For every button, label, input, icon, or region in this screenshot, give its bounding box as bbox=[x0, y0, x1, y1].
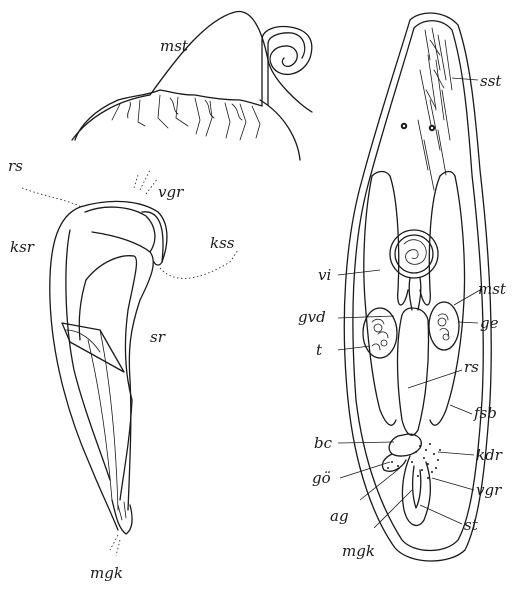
label-fsb: fsb bbox=[473, 404, 497, 422]
label-gvd: gvd bbox=[298, 308, 326, 326]
figure-right-animal: sst vi mst gvd ge t rs fsb bc kdr gö vgr… bbox=[298, 12, 507, 562]
label-mst-right: mst bbox=[478, 280, 507, 298]
label-vi: vi bbox=[318, 266, 331, 284]
label-rs-left: rs bbox=[8, 157, 23, 175]
label-go: gö bbox=[312, 469, 331, 487]
label-ge: ge bbox=[480, 314, 499, 332]
label-bc: bc bbox=[314, 434, 333, 452]
label-t: t bbox=[316, 341, 323, 359]
label-rs-right: rs bbox=[464, 358, 479, 376]
label-st: st bbox=[464, 516, 479, 534]
label-kss: kss bbox=[210, 234, 235, 252]
label-mst-top: mst bbox=[160, 37, 189, 55]
label-vgr-right: vgr bbox=[476, 481, 502, 499]
figure-top-mst: mst bbox=[71, 10, 313, 161]
label-ksr: ksr bbox=[10, 238, 35, 256]
label-ag: ag bbox=[330, 507, 349, 525]
label-vgr-left: vgr bbox=[158, 183, 184, 201]
label-mgk-left: mgk bbox=[90, 564, 123, 582]
label-sr: sr bbox=[150, 328, 166, 346]
label-mgk-right: mgk bbox=[342, 542, 375, 560]
figure-left-organ: rs vgr ksr kss sr mgk bbox=[8, 157, 239, 582]
label-kdr: kdr bbox=[476, 446, 503, 464]
label-sst: sst bbox=[480, 72, 502, 90]
